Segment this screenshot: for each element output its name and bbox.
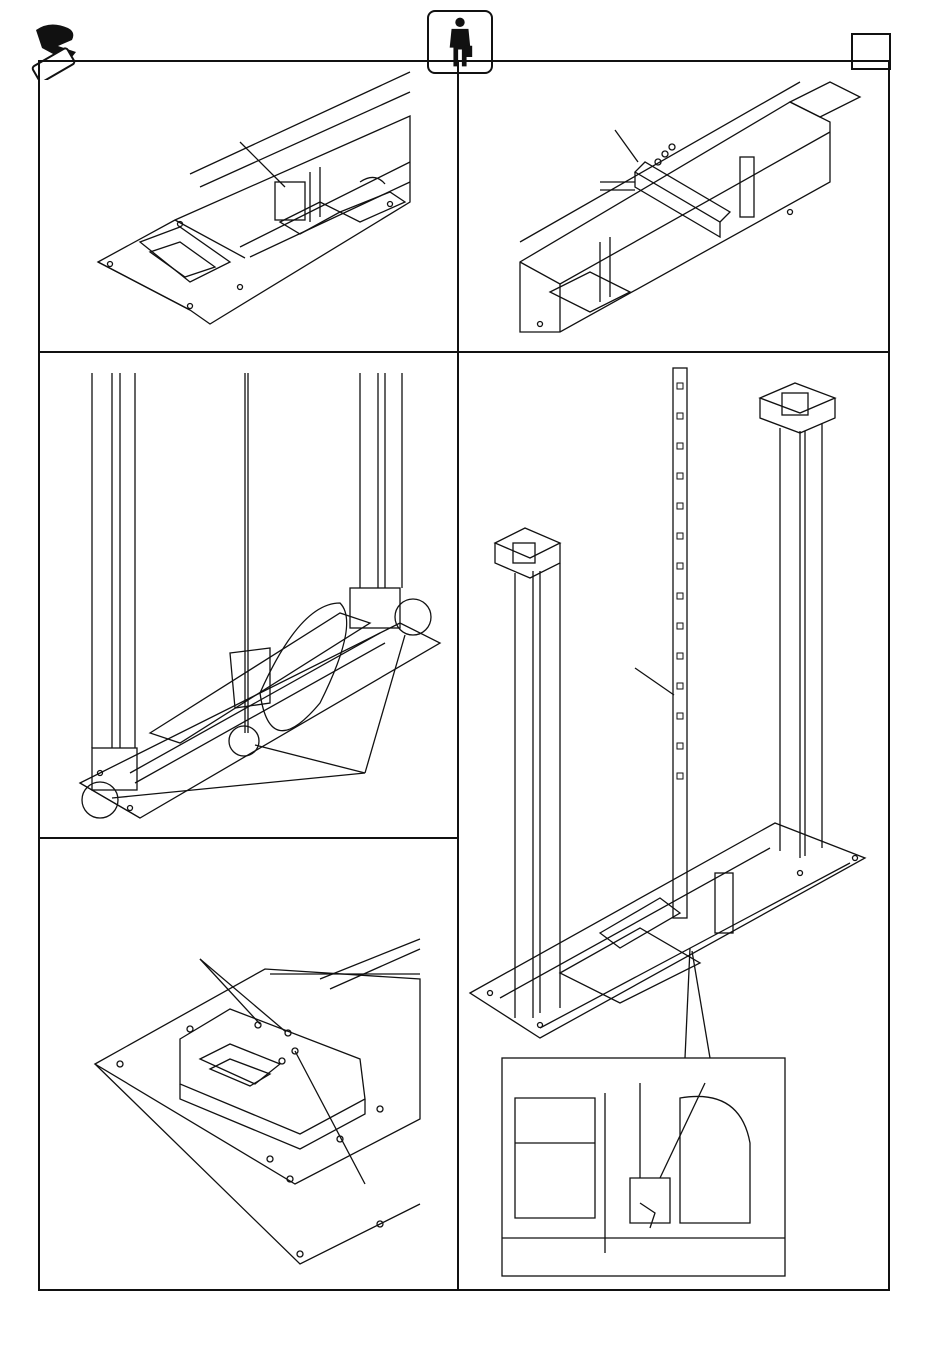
divider-vertical xyxy=(457,60,459,1291)
panel-carriage-plate-detail xyxy=(40,839,456,1289)
panel-columns-and-ladder xyxy=(460,353,888,1289)
panel-base-frame-detail xyxy=(40,62,456,350)
panel-column-assembly xyxy=(40,353,456,836)
panel-crossbar-bolts-detail xyxy=(460,62,888,350)
